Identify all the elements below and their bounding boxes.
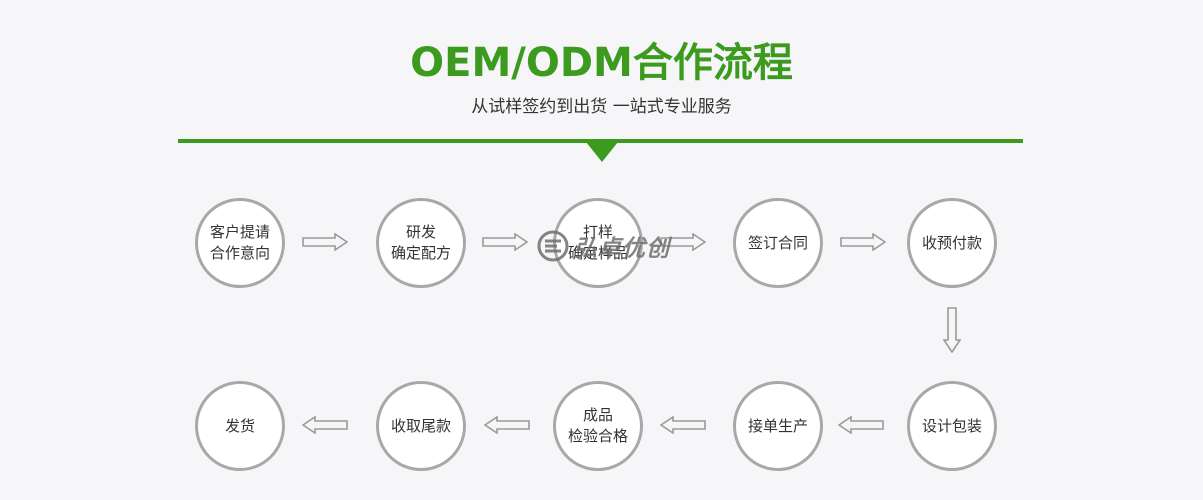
- arrow-right-icon: [840, 233, 886, 251]
- step-8-node: 成品 检验合格: [553, 381, 643, 471]
- arrow-left-icon: [302, 416, 348, 434]
- step-label-line: 成品: [582, 406, 613, 424]
- step-label-line: 签订合同: [747, 233, 808, 252]
- step-label-line: 收预付款: [921, 233, 982, 252]
- arrow-left-icon: [484, 416, 530, 434]
- step-label-line: 收取尾款: [390, 416, 451, 435]
- step-5-node: 收预付款: [907, 198, 997, 288]
- page-subtitle: 从试样签约到出货 一站式专业服务: [471, 97, 732, 117]
- step-label-line: 检验合格: [567, 427, 628, 445]
- step-6-node: 设计包装: [907, 381, 997, 471]
- step-1-node: 客户提请 合作意向: [195, 198, 285, 288]
- page-title: OEM/ODM合作流程: [410, 40, 793, 86]
- arrow-right-icon: [660, 233, 706, 251]
- step-9-node: 收取尾款: [376, 381, 466, 471]
- step-10-node: 发货: [195, 381, 285, 471]
- step-label-line: 确定样品: [567, 244, 628, 262]
- step-label-line: 发货: [224, 416, 255, 435]
- arrow-left-icon: [838, 416, 884, 434]
- watermark: 弘卓优创: [536, 228, 670, 264]
- arrow-down-icon: [943, 307, 961, 353]
- step-label-line: 设计包装: [921, 416, 982, 435]
- title-divider: [178, 139, 1023, 143]
- arrow-right-icon: [482, 233, 528, 251]
- step-label-line: 合作意向: [209, 244, 270, 262]
- step-4-node: 签订合同: [733, 198, 823, 288]
- step-label-line: 客户提请: [209, 223, 270, 241]
- arrow-left-icon: [660, 416, 706, 434]
- step-label-line: 接单生产: [747, 416, 808, 435]
- divider-pointer-icon: [586, 142, 618, 162]
- step-2-node: 研发 确定配方: [376, 198, 466, 288]
- step-label-line: 研发: [405, 223, 436, 241]
- arrow-right-icon: [302, 233, 348, 251]
- step-7-node: 接单生产: [733, 381, 823, 471]
- step-label-line: 确定配方: [390, 244, 451, 262]
- step-label-line: 打样: [582, 223, 613, 241]
- watermark-text: 弘卓优创: [574, 236, 670, 262]
- brand-logo-icon: [537, 230, 569, 262]
